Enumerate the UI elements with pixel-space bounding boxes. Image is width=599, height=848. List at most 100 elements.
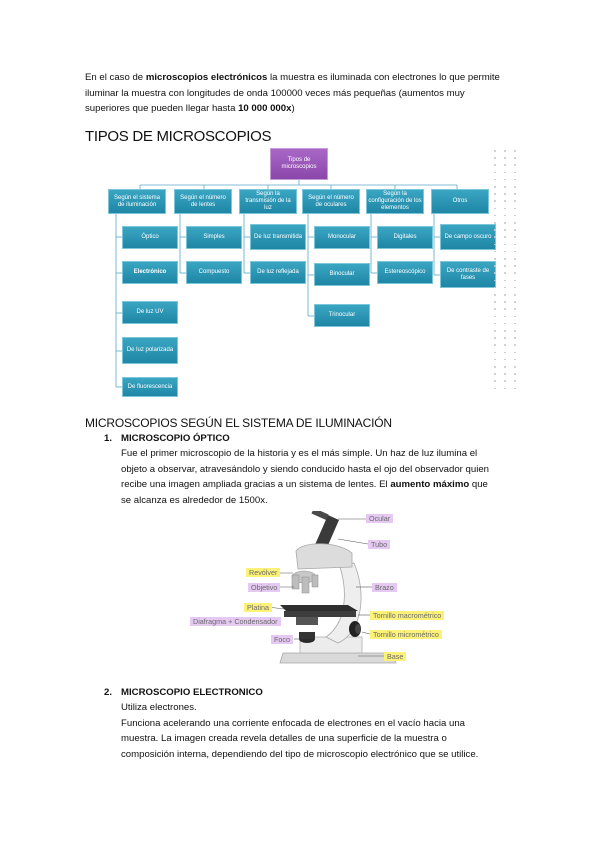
decorative-dot — [504, 236, 506, 238]
decorative-dot — [514, 229, 516, 231]
leaf-compuesto: Compuesto — [186, 261, 242, 284]
decorative-dot — [494, 315, 496, 318]
decorative-dot — [514, 373, 516, 375]
decorative-dot — [504, 265, 506, 267]
decorative-dot — [494, 229, 496, 231]
decorative-dot — [514, 164, 516, 166]
item-2-line-2: Funciona acelerando una corriente enfoca… — [121, 717, 466, 729]
decorative-dot — [514, 330, 516, 332]
decorative-dot — [504, 373, 506, 375]
decorative-dot — [514, 387, 516, 390]
decorative-dot — [494, 358, 496, 361]
decorative-dot — [494, 337, 496, 339]
diagram-connectors — [115, 180, 458, 388]
intro-paragraph: En el caso de microscopios electrónicos … — [85, 70, 525, 117]
decorative-dot — [494, 272, 496, 274]
decorative-dot — [514, 315, 516, 318]
label-tubo: Tubo — [368, 540, 391, 549]
intro-line-2: iluminar la muestra con longitudes de on… — [85, 87, 465, 99]
decorative-dot — [504, 214, 506, 217]
decorative-dot — [494, 294, 496, 296]
decorative-dot — [494, 258, 496, 260]
label-objetivo: Objetivo — [248, 583, 281, 592]
decorative-dot — [494, 193, 496, 195]
label-base: Base — [384, 652, 407, 661]
diagram-root-node: Tipos de microscopios — [270, 148, 328, 180]
decorative-dot — [514, 200, 516, 202]
leaf-binocular: Binocular — [314, 263, 370, 286]
decorative-dot — [514, 279, 516, 282]
leaf-electronico: Electrónico — [122, 261, 178, 284]
decorative-dot — [504, 229, 506, 231]
decorative-dot — [504, 351, 506, 354]
decorative-dot — [494, 387, 496, 390]
decorative-dot — [494, 222, 496, 224]
decorative-dot — [504, 250, 506, 253]
leaf-luz-reflejada: De luz reflejada — [250, 261, 306, 284]
leaf-estereoscopico: Estereoscópico — [377, 261, 433, 284]
decorative-dot — [494, 178, 496, 181]
decorative-dot — [494, 322, 496, 325]
bold-aumento-maximo: aumento máximo — [390, 479, 470, 490]
decorative-dot — [494, 207, 496, 210]
decorative-dot — [494, 330, 496, 332]
decorative-dot — [514, 351, 516, 354]
decorative-dot — [514, 222, 516, 224]
decorative-dot — [504, 186, 506, 188]
decorative-dot — [504, 193, 506, 195]
decorative-dot — [494, 243, 496, 246]
label-foco: Foco — [271, 635, 293, 644]
decorative-dot — [514, 337, 516, 339]
decorative-dot — [494, 286, 496, 289]
decorative-dot — [514, 366, 516, 368]
decorative-dot — [504, 315, 506, 318]
decorative-dot — [514, 258, 516, 260]
decorative-dot — [514, 272, 516, 274]
decorative-dot — [504, 337, 506, 339]
decorative-dot — [514, 380, 516, 382]
leaf-digitales: Digitales — [377, 226, 433, 249]
decorative-dot — [494, 214, 496, 217]
item-2-line-4: composición interna, dependiendo del tip… — [121, 748, 479, 760]
decorative-dot — [494, 366, 496, 368]
category-node-lenses: Según el número de lentes — [174, 189, 232, 214]
decorative-dot — [504, 301, 506, 303]
decorative-dot — [514, 207, 516, 210]
category-node-configuration: Según la configuración de los elementos — [366, 189, 424, 214]
decorative-dot — [504, 207, 506, 210]
decorative-dot — [494, 308, 496, 310]
decorative-dot — [514, 186, 516, 188]
microscope-illustration: Ocular Tubo Revólver Objetivo Brazo Plat… — [188, 511, 458, 676]
decorative-dot — [504, 157, 506, 159]
decorative-dot — [504, 380, 506, 382]
decorative-dot — [494, 380, 496, 382]
leaf-campo-oscuro: De campo oscuro — [440, 224, 496, 250]
label-tornillo-micrometrico: Tornillo micrométrico — [370, 630, 442, 639]
decorative-dot — [504, 171, 506, 174]
decorative-dot — [504, 272, 506, 274]
leaf-luz-uv: De luz UV — [122, 301, 178, 324]
decorative-dot — [494, 171, 496, 174]
item-1-line-2: objeto a observar, atravesándolo y siend… — [121, 463, 490, 475]
decorative-dot — [504, 366, 506, 368]
category-node-transmission: Según la transmisión de la luz — [239, 189, 297, 214]
item-1-line-1: Fue el primer microscopio de la historia… — [121, 448, 478, 459]
decorative-dot — [514, 157, 516, 159]
decorative-dot — [494, 236, 496, 238]
decorative-dot — [514, 301, 516, 303]
decorative-dot — [514, 250, 516, 253]
label-brazo: Brazo — [372, 583, 397, 592]
item-1-line-4: se alcanza es alrededor de 1500x. — [121, 494, 268, 506]
item-1-number: 1. — [104, 433, 113, 444]
section-heading-illumination: MICROSCOPIOS SEGÚN EL SISTEMA DE ILUMINA… — [85, 416, 392, 430]
bold-magnification: 10 000 000x — [238, 103, 292, 114]
decorative-dot — [504, 358, 506, 361]
item-2-title: MICROSCOPIO ELECTRONICO — [121, 687, 263, 698]
decorative-dot — [504, 294, 506, 296]
item-1-line-3: recibe una imagen ampliada gracias a un … — [121, 479, 488, 490]
decorative-dot — [504, 150, 506, 152]
decorative-dot — [514, 236, 516, 238]
tipos-heading: TIPOS DE MICROSCOPIOS — [85, 128, 272, 145]
leaf-fluorescencia: De fluorescencia — [122, 377, 178, 397]
decorative-dot — [494, 344, 496, 346]
